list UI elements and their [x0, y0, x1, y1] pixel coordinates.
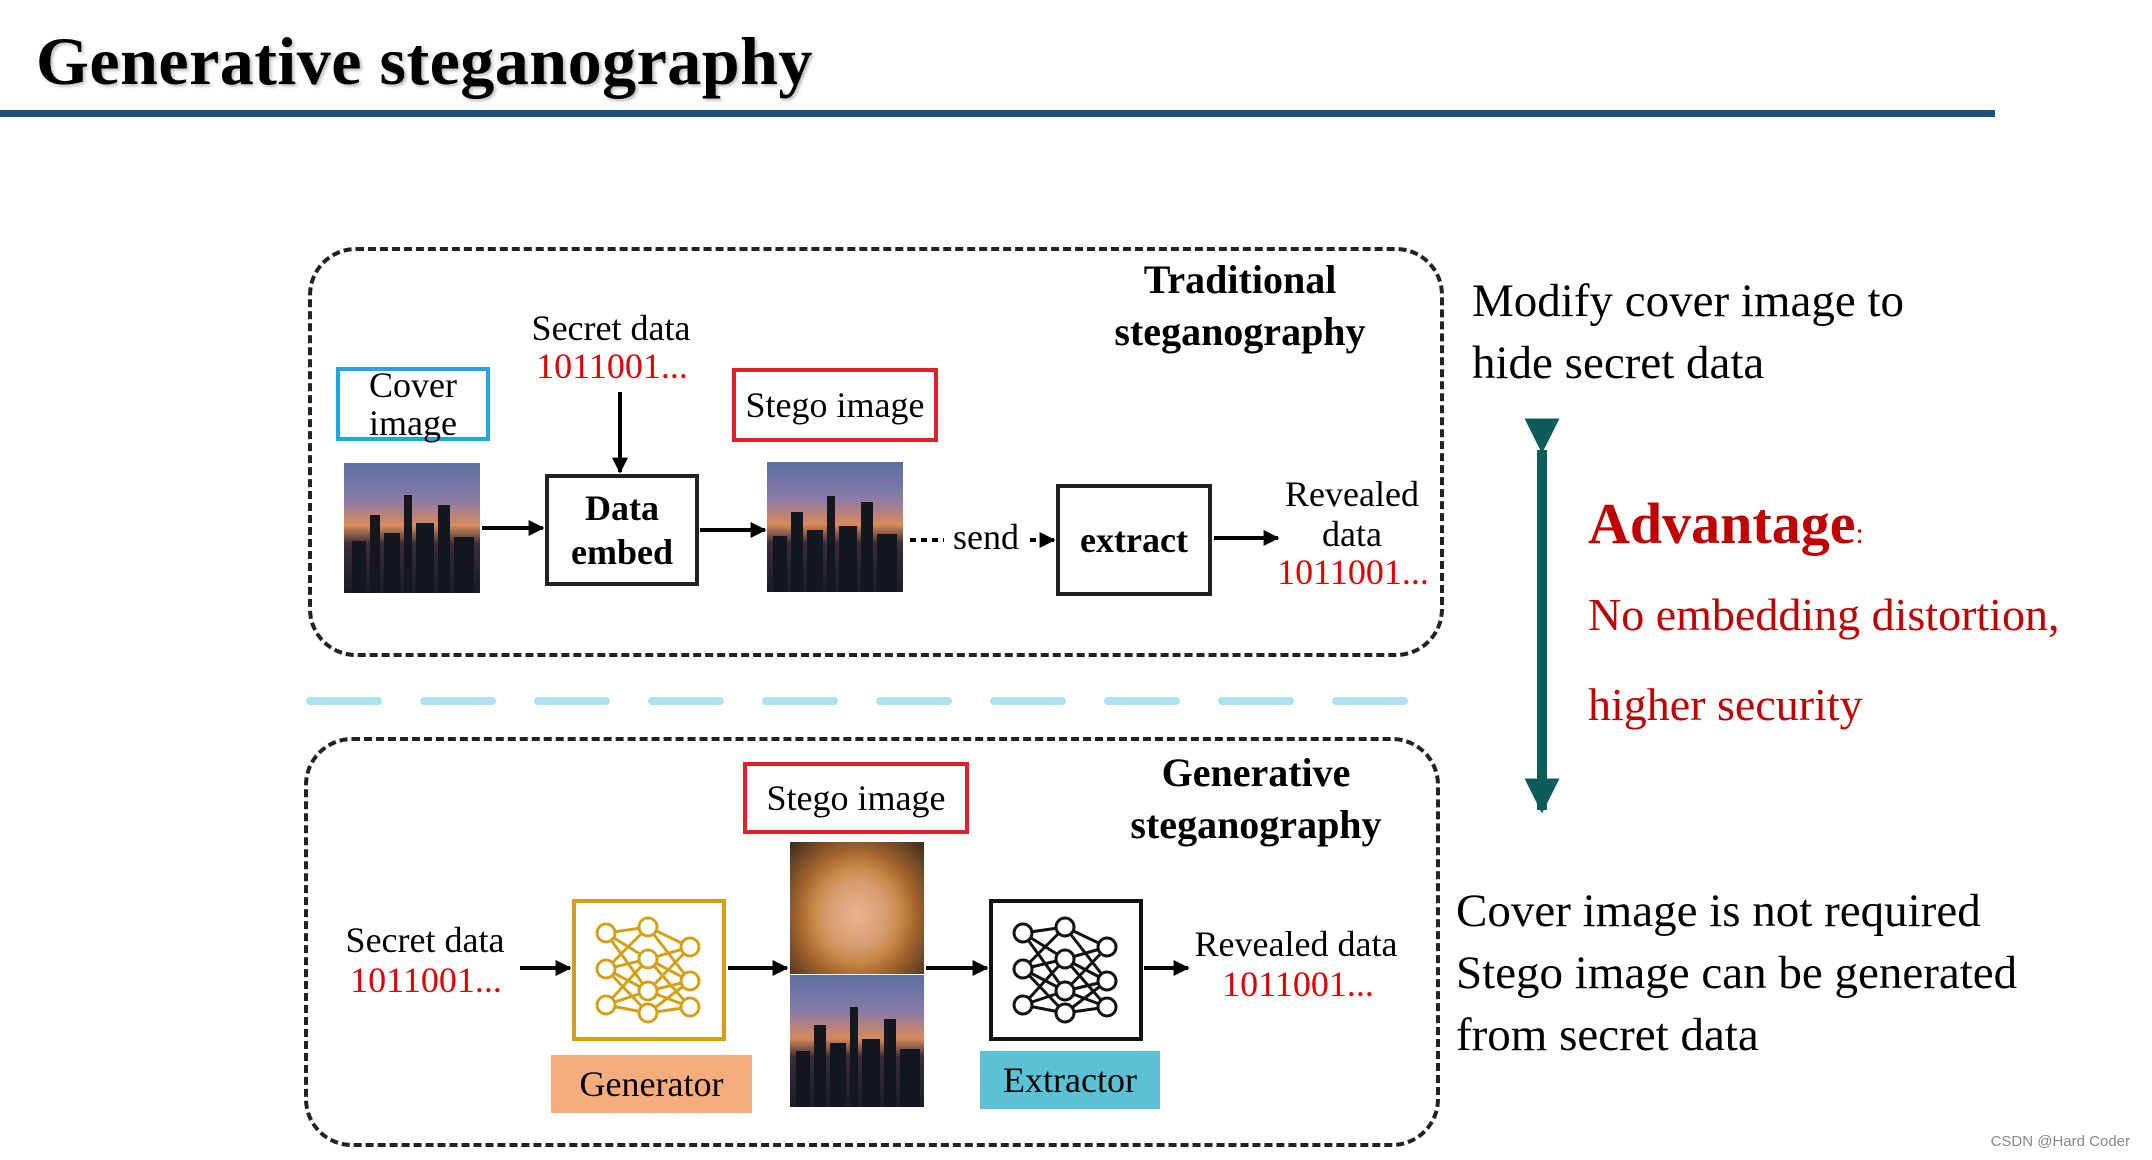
- secret-data-label: Secret data: [531, 308, 691, 348]
- page-title: Generative steganography: [36, 23, 813, 99]
- stego-image-city: [790, 975, 924, 1107]
- generative-panel: [304, 737, 1440, 1147]
- stego-image-traditional: [767, 462, 903, 592]
- generator-label: Generator: [551, 1055, 752, 1113]
- gen-secret-data-bits: 1011001...: [350, 960, 502, 1000]
- advantage-line-1: No embedding distortion,: [1588, 589, 2060, 640]
- neural-network-icon: [1012, 916, 1118, 1024]
- revealed-data-label: Revealed data: [1285, 474, 1419, 554]
- gen-revealed-data-bits: 1011001...: [1222, 964, 1374, 1004]
- generator-network: [572, 899, 726, 1041]
- neural-network-icon: [595, 916, 701, 1024]
- advantage-line-2: higher security: [1588, 679, 1863, 730]
- traditional-panel: [308, 247, 1444, 657]
- stego-image-label: Stego image: [732, 368, 938, 442]
- secret-data-bits: 1011001...: [536, 346, 688, 386]
- gen-revealed-data-label: Revealed data: [1194, 924, 1398, 964]
- gen-stego-image-label: Stego image: [743, 762, 969, 834]
- cover-image-label: Cover image: [336, 366, 490, 442]
- extractor-label: Extractor: [980, 1051, 1160, 1109]
- traditional-note: Modify cover image to hide secret data: [1472, 275, 1905, 389]
- gen-secret-data-label: Secret data: [345, 920, 505, 960]
- cover-image: [344, 463, 480, 593]
- extract-box: extract: [1056, 484, 1212, 596]
- send-label: send: [953, 517, 1019, 557]
- data-embed-box: Data embed: [545, 474, 699, 586]
- generative-heading: Generative steganography: [1130, 750, 1382, 847]
- traditional-heading: Traditional steganography: [1114, 257, 1366, 354]
- title-underline: [0, 110, 1995, 117]
- stego-image-face: [790, 842, 924, 974]
- extractor-network: [989, 899, 1143, 1041]
- revealed-data-bits: 1011001...: [1277, 552, 1429, 592]
- watermark-credit: CSDN @Hard Coder: [1990, 1133, 2130, 1150]
- generative-note: Cover image is not required Stego image …: [1456, 885, 2018, 1061]
- advantage-title: Advantage:: [1588, 491, 1864, 556]
